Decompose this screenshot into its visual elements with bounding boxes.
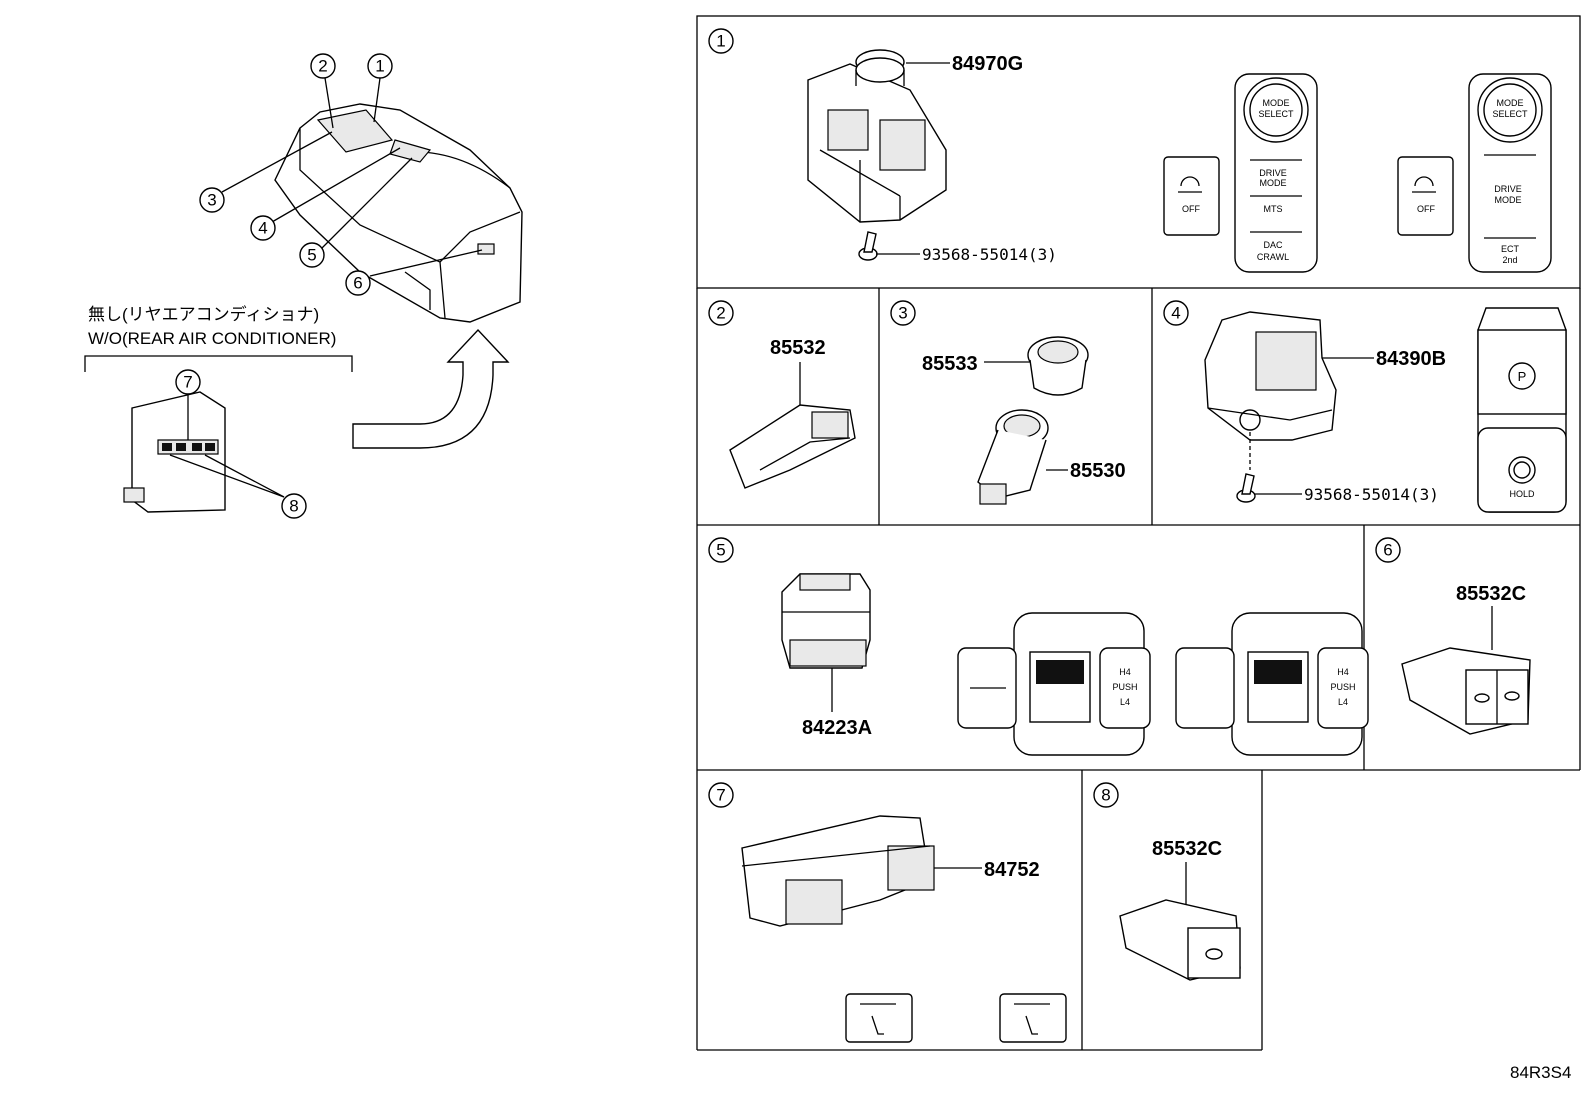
- callout-4: 4: [250, 215, 276, 241]
- callout-2: 2: [310, 53, 336, 79]
- panel-8-number: 8: [1101, 786, 1110, 805]
- panel-8: 8 85532C: [1093, 782, 1241, 981]
- callout-6: 6: [345, 270, 371, 296]
- panel-3: 3 85533 85530: [890, 300, 1126, 505]
- screw-icon-2: [1236, 473, 1256, 503]
- panel-4: 4 84390B 93568-55014(3) P HOLD: [1163, 300, 1567, 513]
- callout-5-text: 5: [307, 246, 316, 265]
- note-en: W/O(REAR AIR CONDITIONER): [88, 329, 336, 348]
- callout-1: 1: [367, 53, 393, 79]
- drive-mode-switch-b: OFF MODE SELECT DRIVE MODE ECT 2nd: [1397, 73, 1552, 273]
- seat-heater-button-1: [845, 993, 913, 1043]
- socket-cap-85533: [1027, 336, 1089, 396]
- p-hold-switch: P HOLD: [1477, 307, 1567, 513]
- svg-text:CRAWL: CRAWL: [1257, 252, 1289, 262]
- parking-brake-switch-84390B: [1204, 311, 1337, 441]
- svg-text:DAC: DAC: [1263, 240, 1283, 250]
- push-label-a: PUSH: [1112, 682, 1137, 692]
- panel-7: 7 84752: [708, 782, 1067, 1043]
- mode-switch-84970G: [807, 49, 947, 223]
- part-93568-a: 93568-55014(3): [922, 245, 1057, 264]
- svg-text:MODE: MODE: [1260, 178, 1287, 188]
- panel-5: 5 84223A H4 PUSH L4 H4 PUSH: [708, 537, 1369, 756]
- switch-85532C-a: [1401, 647, 1531, 735]
- reference-code: 84R3S4: [1510, 1063, 1571, 1082]
- h4-label-a: H4: [1119, 667, 1131, 677]
- part-84970G: 84970G: [952, 53, 1023, 75]
- callout-8-text: 8: [289, 497, 298, 516]
- p-label: P: [1518, 369, 1527, 384]
- svg-text:MODE: MODE: [1263, 98, 1290, 108]
- drive-mode-switch-a: OFF MODE SELECT DRIVE MODE MTS DAC CRAWL: [1163, 73, 1318, 273]
- callout-7: 7: [175, 369, 201, 395]
- callout-5: 5: [299, 242, 325, 268]
- mts-label: MTS: [1264, 204, 1283, 214]
- svg-text:ECT: ECT: [1501, 244, 1520, 254]
- svg-text:H4: H4: [1337, 667, 1349, 677]
- part-84752: 84752: [984, 859, 1040, 881]
- console-overview: 2 1 3 4 5 6 無し(リヤエアコンディショナ) W/O(REAR AIR…: [84, 53, 523, 519]
- socket-85530: [977, 409, 1049, 505]
- panel-1-number: 1: [716, 32, 725, 51]
- off-label-a: OFF: [1182, 204, 1200, 214]
- switch-cluster-top: [316, 109, 394, 153]
- transfer-panel-b: H4 PUSH L4: [1175, 612, 1369, 756]
- part-85532C-a: 85532C: [1456, 583, 1526, 605]
- part-84390B: 84390B: [1376, 348, 1446, 370]
- center-console: [274, 103, 523, 323]
- l4-label-a: L4: [1120, 697, 1130, 707]
- switch-85532C-b: [1119, 899, 1241, 981]
- part-93568-b: 93568-55014(3): [1304, 485, 1439, 504]
- pointer-arrow: [352, 328, 510, 449]
- callout-2-text: 2: [318, 57, 327, 76]
- callout-1-text: 1: [375, 57, 384, 76]
- svg-text:DRIVE: DRIVE: [1494, 184, 1522, 194]
- panel-6-number: 6: [1383, 541, 1392, 560]
- callout-3-text: 3: [207, 191, 216, 210]
- svg-text:SELECT: SELECT: [1258, 109, 1294, 119]
- transfer-panel-a: H4 PUSH L4: [957, 612, 1151, 756]
- panel-6: 6 85532C: [1375, 537, 1531, 735]
- svg-text:MODE: MODE: [1497, 98, 1524, 108]
- callout-6-text: 6: [353, 274, 362, 293]
- part-84223A: 84223A: [802, 717, 872, 739]
- rear-socket: [477, 243, 495, 255]
- panel-2: 2 85532: [708, 300, 856, 489]
- screw-icon: [858, 231, 878, 261]
- transfer-switch-84223A: [781, 573, 871, 669]
- svg-text:DRIVE: DRIVE: [1259, 168, 1287, 178]
- part-85530: 85530: [1070, 460, 1126, 482]
- svg-text:MODE: MODE: [1495, 195, 1522, 205]
- panel-4-number: 4: [1171, 304, 1180, 323]
- svg-text:SELECT: SELECT: [1492, 109, 1528, 119]
- svg-text:L4: L4: [1338, 697, 1348, 707]
- svg-text:2nd: 2nd: [1502, 255, 1517, 265]
- hold-label: HOLD: [1509, 489, 1535, 499]
- panel-3-number: 3: [898, 304, 907, 323]
- panel-5-number: 5: [716, 541, 725, 560]
- seat-heater-button-2: [999, 993, 1067, 1043]
- part-85533: 85533: [922, 353, 978, 375]
- callout-7-text: 7: [183, 373, 192, 392]
- callout-8: 8: [281, 493, 307, 519]
- seat-heater-switch-84752: [741, 815, 935, 927]
- part-85532C-b: 85532C: [1152, 838, 1222, 860]
- panel-2-number: 2: [716, 304, 725, 323]
- note-bracket: [84, 355, 353, 372]
- panel-7-number: 7: [716, 786, 725, 805]
- off-label-b: OFF: [1417, 204, 1435, 214]
- panel-1: 1 84970G 93568-55014(3) OFF MODE SE: [708, 28, 1552, 273]
- panel-grid: [696, 15, 1581, 1051]
- svg-text:PUSH: PUSH: [1330, 682, 1355, 692]
- callout-3: 3: [199, 187, 225, 213]
- part-85532: 85532: [770, 337, 826, 359]
- callout-4-text: 4: [258, 219, 267, 238]
- note-jp: 無し(リヤエアコンディショナ): [88, 304, 319, 324]
